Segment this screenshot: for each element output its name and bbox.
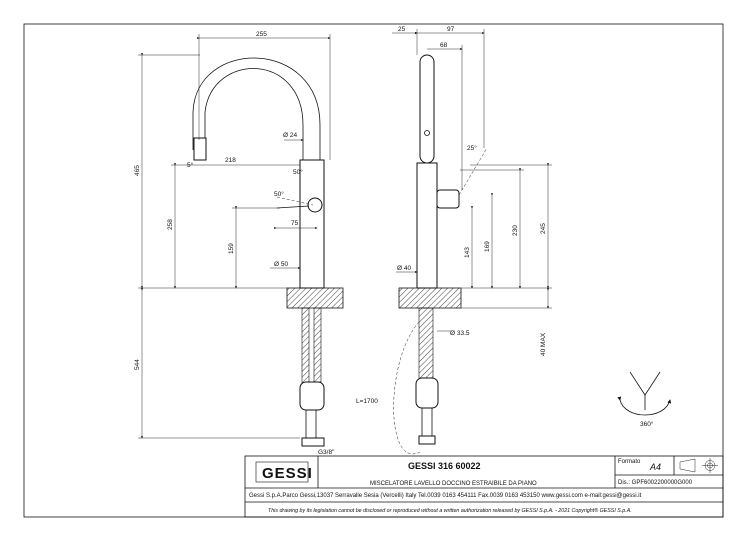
product-code: GESSI 316 60022: [408, 461, 481, 471]
front-spout: [192, 57, 321, 160]
dim-hose-length: L=1700: [356, 398, 378, 405]
dim-97: 97: [447, 26, 455, 33]
dim-159: 159: [228, 243, 235, 254]
side-body: [416, 162, 438, 289]
front-lever-knob: [307, 197, 323, 213]
dim-connection: G3/8": [318, 449, 335, 456]
format-label: Formato: [618, 459, 641, 465]
dim-169: 169: [484, 241, 491, 252]
side-hose-loop: [393, 321, 421, 455]
front-view: 255 Ø 24 218 5° 50° 50° 75 258 159 Ø 50 …: [134, 31, 344, 456]
front-connector: [301, 437, 325, 447]
front-countertop: [286, 287, 344, 309]
side-lever: [436, 189, 460, 209]
projection-symbol: [679, 458, 718, 473]
side-counterweight: [415, 377, 439, 409]
dim-258: 258: [167, 219, 174, 230]
dim-pipe-dia: Ø 24: [283, 132, 297, 139]
dim-68: 68: [440, 42, 448, 49]
dim-75: 75: [291, 220, 299, 227]
dim-465: 465: [134, 165, 141, 176]
front-hose-right: [313, 307, 322, 387]
dim-218: 218: [225, 157, 236, 164]
format-value: A4: [649, 462, 661, 472]
dim-245: 245: [540, 223, 547, 234]
dim-lever-angle-b: 50°: [274, 190, 284, 198]
title-block: GESSI GESSI 316 60022 MISCELATORE LAVELL…: [244, 455, 724, 518]
front-spray-head: [193, 137, 207, 161]
dim-143: 143: [464, 247, 471, 258]
rotation-label: 360°: [640, 420, 654, 428]
side-countertop: [398, 287, 462, 309]
dim-255: 255: [256, 31, 267, 38]
drawing-border: [23, 23, 724, 518]
side-spout: [419, 54, 435, 164]
company-address: Gessi S.p.A.Parco Gessi,13037 Serravalle…: [249, 493, 642, 499]
dim-25: 25: [398, 26, 406, 33]
dim-230: 230: [512, 225, 519, 236]
front-faucet-body: [299, 159, 325, 289]
dim-hole-dia: Ø 33.5: [450, 330, 470, 337]
dim-544: 544: [134, 359, 141, 370]
dim-40-max: 40 MAX: [540, 332, 547, 356]
rotation-symbol: 360°: [617, 371, 672, 428]
drawing-number: Dis.: GPF6002200000G000: [618, 480, 693, 486]
front-counterweight: [299, 381, 325, 411]
dim-spray-angle: 5°: [187, 161, 194, 169]
product-description: MISCELATORE LAVELLO DOCCINO ESTRAIBILE D…: [370, 481, 537, 487]
side-hose: [418, 307, 434, 381]
dim-lever-angle-a: 50°: [293, 168, 303, 176]
side-view: 25 97 68 25° 143 169 230 245 Ø 40 Ø 33.5…: [356, 26, 552, 455]
legal-notice: This drawing by its legislation cannot b…: [268, 507, 632, 514]
dim-body-dia: Ø 50: [274, 261, 288, 268]
svg-text:GESSI: GESSI: [262, 465, 313, 482]
front-hose-left: [301, 307, 310, 387]
dim-side-body-dia: Ø 40: [397, 265, 411, 272]
gessi-logo: GESSI: [255, 461, 313, 483]
dim-25-deg: 25°: [467, 144, 477, 152]
